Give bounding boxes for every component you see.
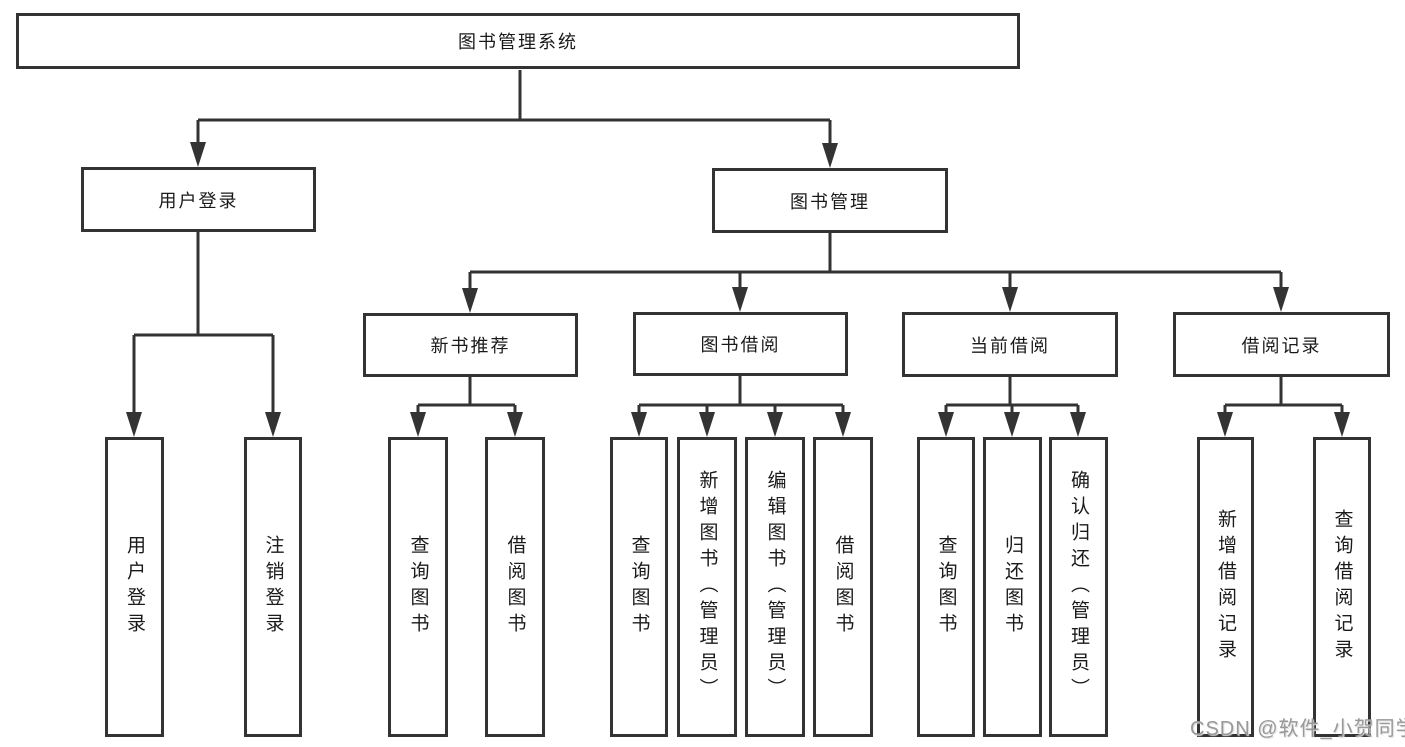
leaf-borrow-books-recommend: 借阅图书 bbox=[485, 437, 545, 737]
node-label: 用户登录 bbox=[124, 535, 145, 639]
node-label: 新增图书（管理员） bbox=[696, 470, 718, 704]
node-label: 查询借阅记录 bbox=[1331, 509, 1353, 665]
connector-lines bbox=[132, 70, 1344, 415]
node-label: 借阅图书 bbox=[832, 535, 854, 639]
node-user-login: 用户登录 bbox=[81, 167, 316, 232]
node-label: 查询图书 bbox=[935, 535, 957, 639]
node-label: 借阅图书 bbox=[504, 535, 526, 639]
node-label: 用户登录 bbox=[158, 190, 239, 211]
leaf-edit-books-admin: 编辑图书（管理员） bbox=[745, 437, 805, 737]
node-label: 图书管理系统 bbox=[458, 32, 578, 52]
node-label: 图书借阅 bbox=[700, 335, 781, 355]
node-book-management: 图书管理 bbox=[712, 168, 948, 233]
csdn-watermark: CSDN @软件_小贺同学 bbox=[1190, 718, 1405, 740]
node-label: 归还图书 bbox=[1002, 535, 1023, 639]
node-label: 借阅记录 bbox=[1241, 335, 1322, 356]
node-label: 注销登录 bbox=[262, 535, 284, 639]
node-label: 编辑图书（管理员） bbox=[764, 470, 786, 704]
node-book-borrowing: 图书借阅 bbox=[633, 312, 848, 376]
leaf-add-borrow-record: 新增借阅记录 bbox=[1197, 437, 1254, 737]
leaf-borrow-books: 借阅图书 bbox=[813, 437, 873, 737]
node-label: 新书推荐 bbox=[430, 336, 511, 356]
node-label: 查询图书 bbox=[628, 535, 650, 639]
node-new-book-recommendation: 新书推荐 bbox=[363, 313, 578, 377]
leaf-user-login: 用户登录 bbox=[105, 437, 164, 737]
leaf-return-books: 归还图书 bbox=[983, 437, 1042, 737]
node-label: 新增借阅记录 bbox=[1215, 509, 1236, 665]
node-current-borrowing: 当前借阅 bbox=[902, 312, 1118, 377]
node-label: 查询图书 bbox=[407, 535, 429, 639]
leaf-query-borrow-record: 查询借阅记录 bbox=[1313, 437, 1371, 737]
leaf-query-books-current: 查询图书 bbox=[917, 437, 975, 737]
leaf-query-books-recommend: 查询图书 bbox=[388, 437, 448, 737]
node-label: 当前借阅 bbox=[970, 335, 1050, 356]
leaf-logout: 注销登录 bbox=[244, 437, 302, 737]
leaf-confirm-return-admin: 确认归还（管理员） bbox=[1049, 437, 1108, 737]
connector-arrowheads bbox=[126, 142, 1350, 437]
node-label: 图书管理 bbox=[790, 191, 870, 212]
node-borrowing-records: 借阅记录 bbox=[1173, 312, 1390, 377]
node-label: 确认归还（管理员） bbox=[1068, 470, 1089, 704]
leaf-query-books-borrow: 查询图书 bbox=[610, 437, 668, 737]
leaf-add-books-admin: 新增图书（管理员） bbox=[677, 437, 737, 737]
node-library-management-system: 图书管理系统 bbox=[16, 13, 1020, 69]
